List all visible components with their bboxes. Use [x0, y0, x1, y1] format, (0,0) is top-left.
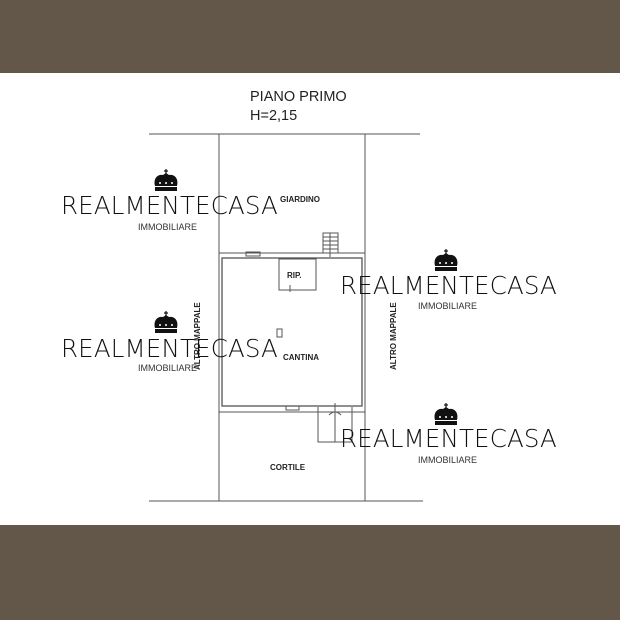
bottom-frame-band [0, 525, 620, 620]
cellar-label: CANTINA [283, 353, 319, 362]
storage-label: RIP. [287, 271, 302, 280]
watermark-brand: REALMENTECASA [61, 334, 278, 363]
watermark-subtitle: IMMOBILIARE [138, 363, 197, 373]
right-neighbor-label: ALTRO MAPPALE [389, 302, 398, 370]
watermark-subtitle: IMMOBILIARE [418, 455, 477, 465]
watermark-brand: REALMENTECASA [340, 424, 557, 453]
crown-logo-icon [433, 402, 459, 426]
ceiling-height-label: H=2,15 [250, 108, 297, 124]
crown-logo-icon [433, 248, 459, 272]
crown-logo-icon [153, 168, 179, 192]
watermark-subtitle: IMMOBILIARE [418, 301, 477, 311]
watermark-brand: REALMENTECASA [61, 191, 278, 220]
storage-room-wall [278, 258, 317, 291]
watermark-1: REALMENTECASA IMMOBILIARE [61, 168, 278, 232]
floor-title: PIANO PRIMO [250, 89, 347, 105]
courtyard-label: CORTILE [270, 463, 306, 472]
watermark-subtitle: IMMOBILIARE [138, 222, 197, 232]
floor-plan-sheet [0, 73, 620, 525]
watermark-4: REALMENTECASA IMMOBILIARE [340, 402, 557, 465]
crown-logo-icon [153, 310, 179, 334]
garden-label: GIARDINO [280, 195, 320, 204]
left-neighbor-label: ALTRO MAPPALE [193, 302, 202, 370]
cellar-fixture [276, 328, 283, 338]
window-bottom [285, 405, 300, 411]
upper-staircase [322, 232, 339, 257]
lower-staircase [317, 403, 353, 443]
watermark-2: REALMENTECASA IMMOBILIARE [340, 248, 557, 311]
watermark-3: REALMENTECASA IMMOBILIARE [61, 310, 278, 373]
window-top [245, 251, 261, 257]
watermark-brand: REALMENTECASA [340, 271, 557, 300]
top-frame-band [0, 0, 620, 73]
